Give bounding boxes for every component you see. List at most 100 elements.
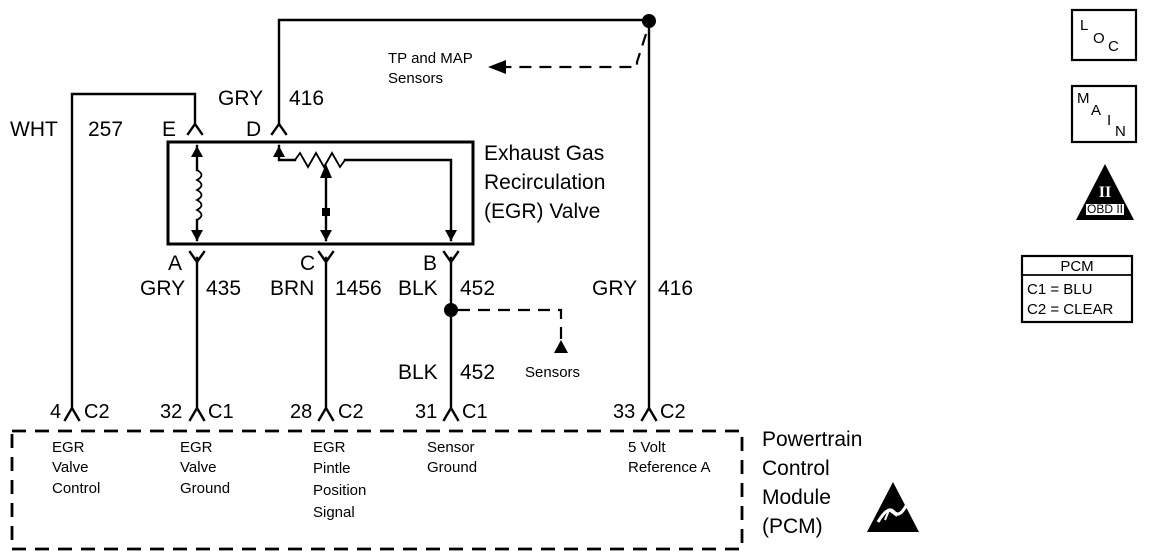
pcm-pin-28: 28 [290,401,312,423]
pcm-name-line-2: Control [762,457,830,480]
pcm-legend: PCM C1 = BLU C2 = CLEAR [1020,254,1134,324]
pcm-pin-33: 33 [613,401,635,423]
pin-e: E [162,118,176,141]
label-blk-upper: BLK [398,277,438,300]
solenoid-arrow-up [191,146,203,157]
valve-name-line-1: Exhaust Gas [484,142,604,165]
label-wht: WHT [10,118,58,141]
dashed-tp-map-link [506,33,648,69]
pot-wiper-arrow [320,164,332,178]
label-416-right: 416 [658,277,693,300]
label-452-lower: 452 [460,361,495,384]
arrow-tp-map [488,60,506,74]
fn-pintle-4: Signal [313,504,355,521]
obd-numeral: II [1099,184,1111,201]
label-452-upper: 452 [460,277,495,300]
legend-title: PCM [1060,258,1093,275]
pot-wiper-dot [322,208,330,216]
legend-row-c2: C2 = CLEAR [1027,301,1113,318]
pin-d: D [246,118,261,141]
fn-egr-control-1: EGR [52,439,85,456]
connector-b-symbol [442,250,460,265]
pcm-pin-32: 32 [160,401,182,423]
pcm-conn-31: C1 [462,401,488,423]
pcm-name-line-1: Powertrain [762,428,862,451]
loc-icon[interactable]: L O C [1070,8,1138,62]
label-gry-right: GRY [592,277,637,300]
obd-caption: OBD II [1087,202,1123,216]
label-435: 435 [206,277,241,300]
valve-name-line-3: (EGR) Valve [484,200,600,223]
pcm-pin-4: 4 [50,401,61,423]
sensors-label: Sensors [525,364,580,381]
potentiometer-resistor-icon [294,151,346,169]
connector-e-symbol [186,121,204,136]
egr-valve-box [166,140,475,246]
pcm-conn-4: C2 [84,401,110,423]
dashed-sensors-link [458,308,563,340]
fn-sensor-ground-1: Sensor [427,439,475,456]
connector-a-symbol [188,250,206,265]
main-letter-i: I [1107,112,1111,129]
fn-egr-ground-1: EGR [180,439,213,456]
connector-c-symbol [317,250,335,265]
pcm-pin-31: 31 [415,401,437,423]
esd-warning-icon [867,482,919,532]
main-letter-n: N [1115,123,1126,140]
solenoid-coil-icon [195,169,203,221]
label-416-top: 416 [289,87,324,110]
loc-letter-c: C [1108,38,1119,55]
label-gry-top: GRY [218,87,263,110]
pcm-symbol-31 [442,405,460,422]
wire-gry-416-top [277,18,651,126]
legend-row-c1: C1 = BLU [1027,281,1092,298]
obd-ii-icon[interactable]: II OBD II [1076,164,1134,220]
splice-blk-452 [444,303,458,317]
pcm-symbol-33 [640,405,658,422]
wire-wht-257 [70,92,197,408]
pcm-conn-33: C2 [660,401,686,423]
fn-sensor-ground-2: Ground [427,459,477,476]
fn-pintle-1: EGR [313,439,346,456]
pcm-conn-32: C1 [208,401,234,423]
label-gry-435-color: GRY [140,277,185,300]
fn-5v-ref-1: 5 Volt [628,439,666,456]
label-brn: BRN [270,277,314,300]
solenoid-arrow-down [191,230,203,241]
pcm-symbol-28 [317,405,335,422]
splice-gry-416 [642,14,656,28]
pcm-conn-28: C2 [338,401,364,423]
pot-arrow-d [273,146,285,157]
tp-map-line-1: TP and MAP [388,50,473,67]
fn-egr-control-2: Valve [52,459,88,476]
fn-pintle-3: Position [313,482,366,499]
fn-egr-control-3: Control [52,480,100,497]
connector-d-symbol [270,121,288,136]
fn-egr-ground-3: Ground [180,480,230,497]
fn-egr-ground-2: Valve [180,459,216,476]
fn-pintle-2: Pintle [313,460,351,477]
arrow-sensors [554,340,568,353]
fn-5v-ref-2: Reference A [628,459,711,476]
tp-map-line-2: Sensors [388,70,443,87]
label-1456: 1456 [335,277,382,300]
pot-arrow-c [320,230,332,241]
pin-a: A [168,252,182,275]
pin-c: C [300,252,315,275]
pin-b: B [423,252,437,275]
main-letter-m: M [1077,90,1090,107]
pot-lead-b [343,158,453,242]
pcm-name-line-3: Module [762,486,831,509]
loc-letter-o: O [1093,30,1105,47]
valve-name-line-2: Recirculation [484,171,605,194]
pcm-symbol-32 [188,405,206,422]
main-letter-a: A [1091,102,1101,119]
label-blk-lower: BLK [398,361,438,384]
loc-letter-l: L [1080,17,1088,34]
main-icon[interactable]: M A I N [1070,84,1138,144]
label-257: 257 [88,118,123,141]
pcm-symbol-4 [63,405,81,422]
pcm-box [10,429,744,551]
pot-arrow-b [445,230,457,241]
